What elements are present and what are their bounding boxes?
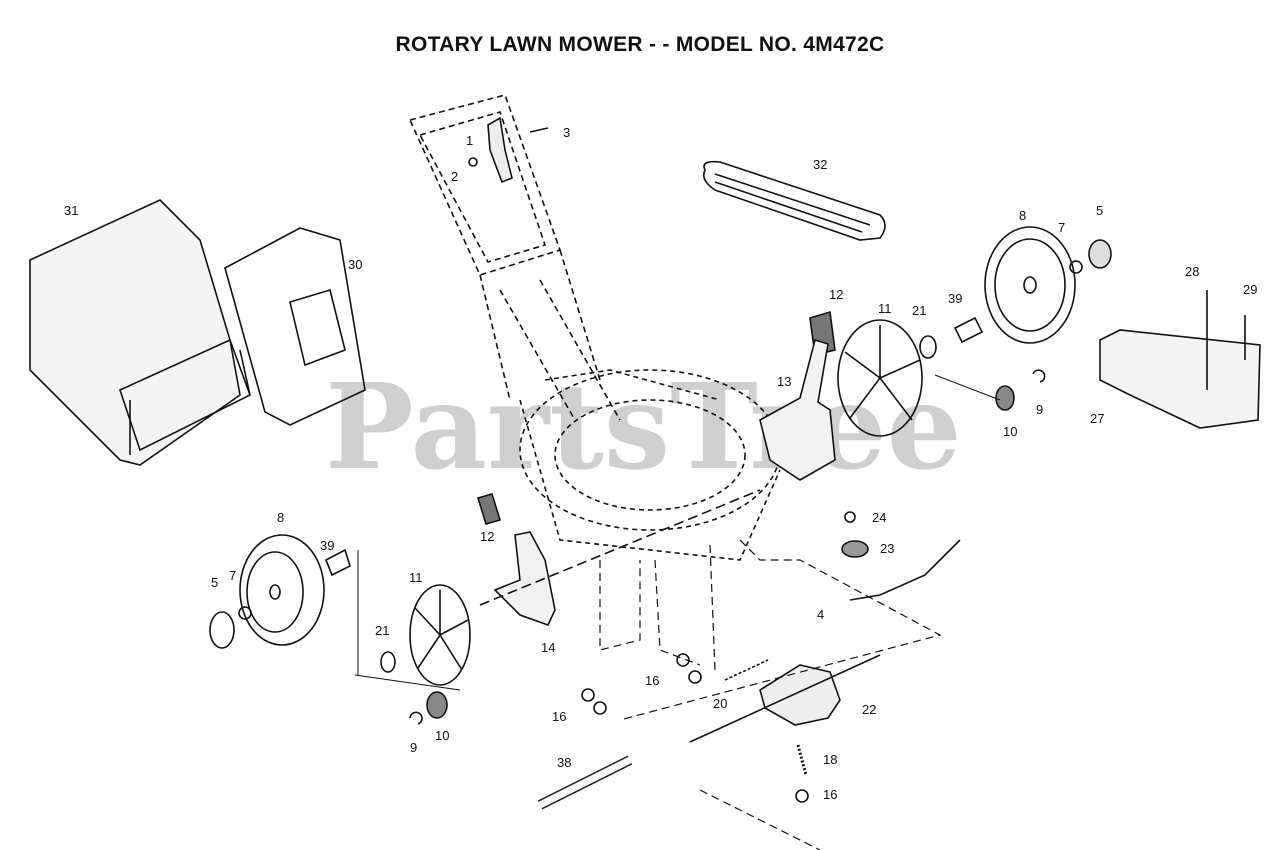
label-23: 23	[880, 541, 894, 556]
nut-16-bottom	[795, 789, 809, 803]
nut-16-left-a	[581, 688, 595, 702]
label-11-right: 11	[878, 301, 892, 316]
label-16-left: 16	[552, 709, 566, 724]
clip-9-left	[409, 711, 423, 725]
nut-16-mid-b	[688, 670, 702, 684]
rear-wheel-right	[984, 226, 1076, 344]
transmission-22	[759, 664, 841, 726]
label-31: 31	[64, 203, 78, 218]
label-12-left: 12	[480, 529, 494, 544]
spring-20	[724, 659, 769, 681]
washer-21-right	[919, 335, 937, 359]
label-10-left: 10	[435, 728, 449, 743]
height-adjuster-14	[493, 531, 556, 626]
label-32: 32	[813, 157, 827, 172]
label-13: 13	[777, 374, 791, 389]
hub-cap-5-right	[1088, 239, 1112, 269]
label-7-right: 7	[1058, 220, 1065, 235]
label-16-mid: 16	[645, 673, 659, 688]
watermark: PartsTree	[325, 357, 962, 496]
hub-nut-7-right	[1069, 260, 1083, 274]
label-5-left: 5	[211, 575, 218, 590]
label-29: 29	[1243, 282, 1257, 297]
transmission-shaft	[689, 654, 881, 743]
grass-catcher-bag	[29, 199, 251, 466]
label-9-right: 9	[1036, 402, 1043, 417]
spring-12-left	[476, 493, 502, 525]
label-39-right: 39	[948, 291, 962, 306]
diagram-title: ROTARY LAWN MOWER - - MODEL NO. 4M472C	[395, 33, 885, 56]
drive-wheel-11-left	[409, 584, 471, 686]
handle-assembly	[408, 94, 621, 421]
label-8-right: 8	[1019, 208, 1026, 223]
label-24: 24	[872, 510, 886, 525]
washer-21-left	[380, 651, 396, 673]
clip-9-right	[1032, 369, 1046, 383]
drive-wheel-11-right	[837, 319, 923, 437]
hub-nut-7-left	[238, 606, 252, 620]
label-39-left: 39	[320, 538, 334, 553]
label-38: 38	[557, 755, 571, 770]
label-20: 20	[713, 696, 727, 711]
pulley-23	[841, 540, 869, 558]
rear-wheel-left	[239, 534, 325, 646]
nut-2	[468, 157, 478, 167]
label-11-left: 11	[409, 570, 423, 585]
grass-bag-frame	[224, 227, 366, 426]
control-cable	[849, 539, 961, 601]
label-3: 3	[563, 125, 570, 140]
rear-baffle-27	[1099, 329, 1261, 429]
pinion-10-left	[426, 691, 448, 719]
label-30: 30	[348, 257, 362, 272]
nut-16-left-b	[593, 701, 607, 715]
screw-3	[529, 127, 549, 133]
label-5-right: 5	[1096, 203, 1103, 218]
nut-16-mid-a	[676, 653, 690, 667]
bushing-39-left	[324, 548, 351, 577]
control-lever	[487, 116, 513, 184]
hub-cap-5-left	[209, 611, 235, 649]
drive-belt	[702, 160, 886, 241]
label-12-right: 12	[829, 287, 843, 302]
label-14: 14	[541, 640, 555, 655]
nut-24	[844, 511, 856, 523]
leader-lines	[354, 374, 1001, 691]
label-22: 22	[862, 702, 876, 717]
label-10-right: 10	[1003, 424, 1017, 439]
assembly-lines	[599, 539, 942, 850]
label-7-left: 7	[229, 568, 236, 583]
rear-axle	[479, 489, 761, 606]
label-8-left: 8	[277, 510, 284, 525]
bushing-39-right	[953, 316, 984, 344]
height-adjuster-13	[759, 338, 836, 481]
label-18: 18	[823, 752, 837, 767]
label-21-right: 21	[912, 303, 926, 318]
spring-18	[796, 744, 808, 776]
label-21-left: 21	[375, 623, 389, 638]
label-27: 27	[1090, 411, 1104, 426]
part-labels: 1 2 3 32 31 30 8 7 5 28 29 12 11 21 39 1…	[64, 125, 1257, 802]
label-2: 2	[451, 169, 458, 184]
label-9-left: 9	[410, 740, 417, 755]
label-28: 28	[1185, 264, 1199, 279]
label-4: 4	[817, 607, 824, 622]
label-16-bottom: 16	[823, 787, 837, 802]
pinion-10-right	[995, 385, 1015, 411]
label-1: 1	[466, 133, 473, 148]
